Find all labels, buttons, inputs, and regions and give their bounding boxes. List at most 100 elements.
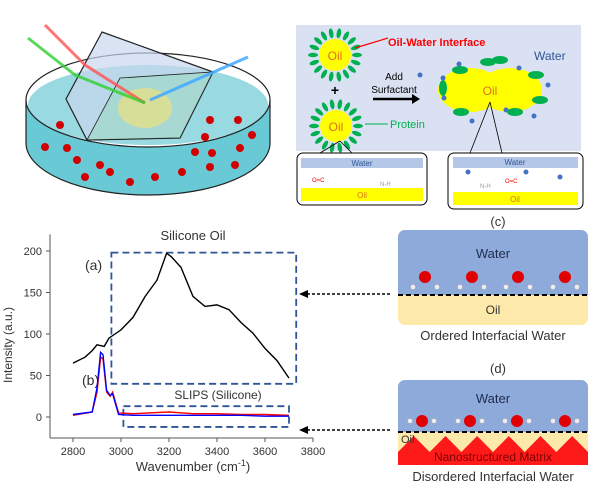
protein-icon [321,102,329,112]
protein-icon [343,102,351,112]
oil-label-merged: Oil [483,84,498,98]
protein-icon [352,52,362,58]
protein-icon [320,31,328,41]
oil-label-bottom: Oil [329,120,344,134]
inset-surfactant-interface: Water Oil O=C N-H [447,152,584,210]
y-tick-label: 200 [24,246,42,258]
x-tick-label: 3200 [157,446,181,458]
protein-icon [308,52,318,58]
emulsion-diagram: Oil + Oil Oil-Water Interface Water Add … [296,25,584,210]
slips-box [122,405,290,428]
chart-title: Silicone Oil [160,228,225,243]
protein-icon [328,28,334,39]
water-molecule-icon [416,415,428,427]
series-line-2 [72,350,289,417]
oil-droplet-bottom [320,110,352,142]
nanostructured-matrix [398,436,588,465]
protein-shell-top [308,28,362,82]
merged-oil-droplet: Oil [417,56,551,124]
x-tick-label: 3800 [301,446,325,458]
protein-icon [353,123,363,129]
arrow-head-icon [412,94,420,104]
x-tick-label: 3600 [253,446,277,458]
protein-icon [315,108,324,116]
disordered-water-molecules [407,415,580,427]
protein-icon [342,31,350,41]
protein-icon [350,59,361,66]
water-molecule-icon [419,271,431,283]
interface-pointer [354,37,389,49]
protein-icon [343,140,351,150]
water-molecule-icon [559,415,571,427]
arrow-head-c-icon [299,290,308,298]
y-tick-label: 100 [24,329,42,341]
protein-icon [337,142,343,153]
panel-d-caption: Disordered Interfacial Water [412,469,574,484]
blue-signal-beam [149,55,249,102]
arrow-head-d-icon [299,426,308,434]
protein-icon [337,99,343,110]
inset-amine-label: N-H [380,182,391,188]
protein-icon [321,140,329,150]
oil-label-top: Oil [328,49,343,63]
panel-d-water-label: Water [476,391,511,406]
panel-c-water-label: Water [476,246,511,261]
water-molecule-icon [511,415,523,427]
series-b-marker: (b) [82,372,99,388]
panel-d-water [398,380,588,432]
panel-c-label: (c) [490,214,505,229]
protein-icon [314,37,323,45]
oil-water-interface-label: Oil-Water Interface [388,37,485,49]
protein-icon [309,123,319,129]
protein-icon [347,65,356,73]
inset-oil-label: Oil [357,191,367,200]
panel-d-label: (d) [490,361,506,376]
y-tick-label: 150 [24,288,42,300]
surfactant-label: Surfactant [371,85,417,96]
water-label: Water [534,49,566,63]
water-molecule-icon [466,271,478,283]
plus-sign: + [331,82,339,98]
inset-amine-label-2: N-H [480,184,491,190]
inset-oil-label-2: Oil [510,195,520,204]
protein-icon [336,71,342,82]
green-laser-beam [27,36,146,105]
series-a-label: (a) [85,257,102,273]
water-molecule-icon [464,415,476,427]
protein-shell-bottom [309,99,363,153]
oil-droplet-top [319,39,351,71]
inset-protein-interface: Water Oil O=C N-H [296,152,428,206]
protein-icon [309,59,320,66]
protein-icon [351,130,362,137]
protein-icon [329,99,335,110]
panel-c: (c) Water Oil Ordered Interfacial Water [398,214,590,343]
panel-c-caption: Ordered Interfacial Water [420,328,566,343]
y-tick-label: 0 [36,412,42,424]
x-axis-label: Wavenumber (cm-1) [136,458,250,474]
panel-d-oil-label: Oil [401,434,414,446]
protein-icon [314,65,323,73]
dish-bottom-edge [25,100,271,196]
protein-icon [336,28,342,39]
protein-icon [315,136,324,144]
protein-icon [310,130,321,137]
series-line-0 [72,252,290,379]
x-tick-label: 3400 [205,446,229,458]
protein-icon [320,69,328,79]
water-molecules [41,116,256,186]
series-b-label: SLIPS (Silicone) [174,388,261,402]
panel-d-matrix-label: Nanostructured Matrix [434,450,552,464]
panel-d: (d) Water Oil Nanostructured Matrix Diso… [398,361,590,484]
protein-icon [347,37,356,45]
protein-icon [348,108,357,116]
protein-icon [348,136,357,144]
petri-dish-illustration [25,23,271,196]
inset-water-label-2: Water [504,158,525,167]
panel-c-water [398,230,588,295]
raman-spectrum-chart: Silicone Oil (a) SLIPS (Silicone) (b) In… [1,228,325,474]
y-axis-label: Intensity (a.u.) [1,307,15,383]
x-tick-label: 3000 [109,446,133,458]
protein-icon [342,69,350,79]
